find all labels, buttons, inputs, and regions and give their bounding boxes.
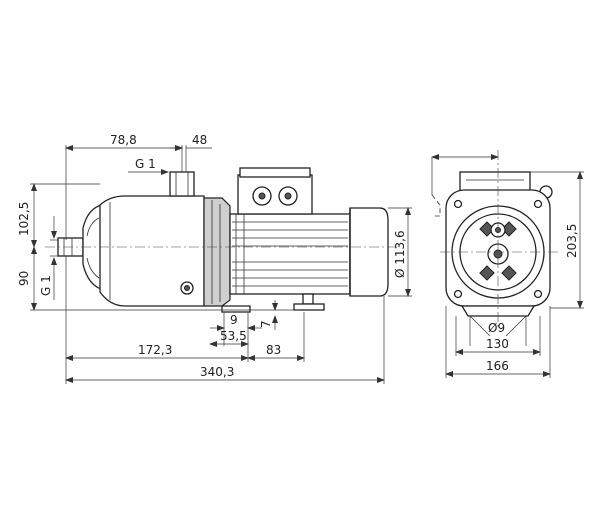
- dim-113-6-label: Ø 113,6: [393, 230, 407, 278]
- side-dimensions: 78,8 48 G 1 102,5 90 G 1 Ø 113,6 9: [17, 133, 412, 384]
- dim-203-5-label: 203,5: [565, 224, 579, 258]
- dim-g1-top-label: G 1: [135, 157, 156, 171]
- dim-48-label: 48: [192, 133, 207, 147]
- side-view: [45, 167, 400, 313]
- motor-cooling-fins: [232, 214, 348, 294]
- discharge-nozzle: [169, 171, 195, 197]
- base-bracket: [221, 305, 251, 313]
- front-dimensions: 203,5 Ø9 130 166: [431, 154, 584, 378]
- dim-78-8-label: 78,8: [110, 133, 137, 147]
- support-foot: [293, 293, 325, 311]
- dim-90-label: 90: [17, 271, 31, 286]
- front-foot: [460, 305, 536, 317]
- dim-7-label: 7: [259, 320, 273, 328]
- front-view: [431, 150, 560, 330]
- motor-flange: [203, 197, 231, 307]
- dim-172-3-label: 172,3: [138, 343, 172, 357]
- dim-83-label: 83: [266, 343, 281, 357]
- dim-130-label: 130: [486, 337, 509, 351]
- motor-body: [229, 213, 351, 295]
- dim-340-3-label: 340,3: [200, 365, 234, 379]
- dim-9-label: 9: [230, 313, 238, 327]
- dim-phi9-label: Ø9: [488, 321, 505, 335]
- dim-166-label: 166: [486, 359, 509, 373]
- terminal-box: [237, 167, 313, 215]
- dim-53-5-label: 53,5: [220, 329, 247, 343]
- dim-102-5-label: 102,5: [17, 202, 31, 236]
- dim-g1-left-label: G 1: [39, 275, 53, 296]
- fan-cover: [349, 207, 389, 297]
